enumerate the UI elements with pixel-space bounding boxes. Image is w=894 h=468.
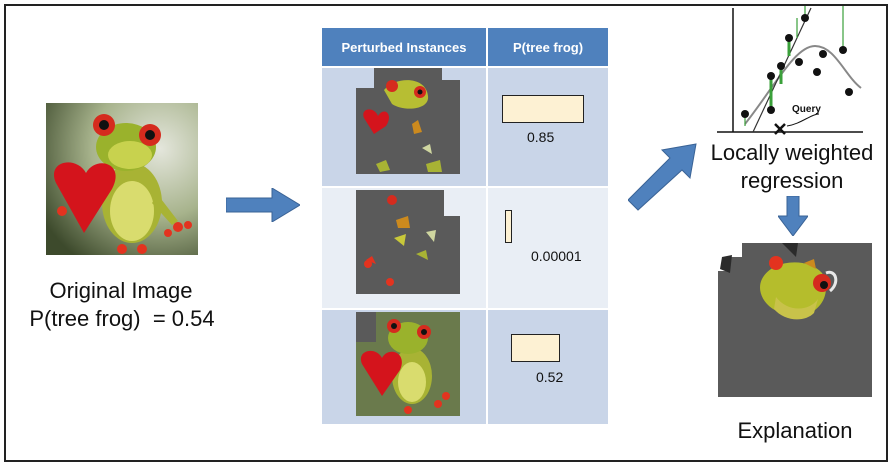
perturbed-image-3 [356, 312, 460, 416]
diagonal-arrow [628, 140, 700, 212]
original-probability-label: P(tree frog) = 0.54 [29, 306, 215, 331]
original-image [46, 103, 198, 255]
probability-value-3: 0.52 [536, 369, 564, 385]
probability-bar-1 [502, 95, 584, 123]
column-header-probability: P(tree frog) [488, 28, 608, 66]
perturbed-image-1 [356, 68, 460, 174]
probability-bar-2 [505, 210, 512, 243]
regression-caption-line1: Locally weighted [710, 140, 874, 165]
query-label: Query [792, 104, 821, 115]
explanation-caption: Explanation [737, 418, 853, 443]
table-row-2-probability-cell [488, 188, 608, 308]
probability-value-1: 0.85 [527, 129, 555, 145]
explanation-image [718, 243, 872, 397]
table-row-1-probability-cell [488, 68, 608, 186]
table-row-3-probability-cell [488, 310, 608, 424]
probability-bar-3 [511, 334, 560, 362]
column-header-instances: Perturbed Instances [322, 28, 486, 66]
down-arrow [778, 196, 808, 236]
regression-plot [715, 6, 865, 140]
right-arrow [226, 188, 300, 222]
original-image-title: Original Image [49, 278, 193, 303]
probability-value-2: 0.00001 [531, 248, 582, 264]
regression-caption-line2: regression [740, 168, 844, 193]
perturbed-image-2 [356, 190, 460, 294]
